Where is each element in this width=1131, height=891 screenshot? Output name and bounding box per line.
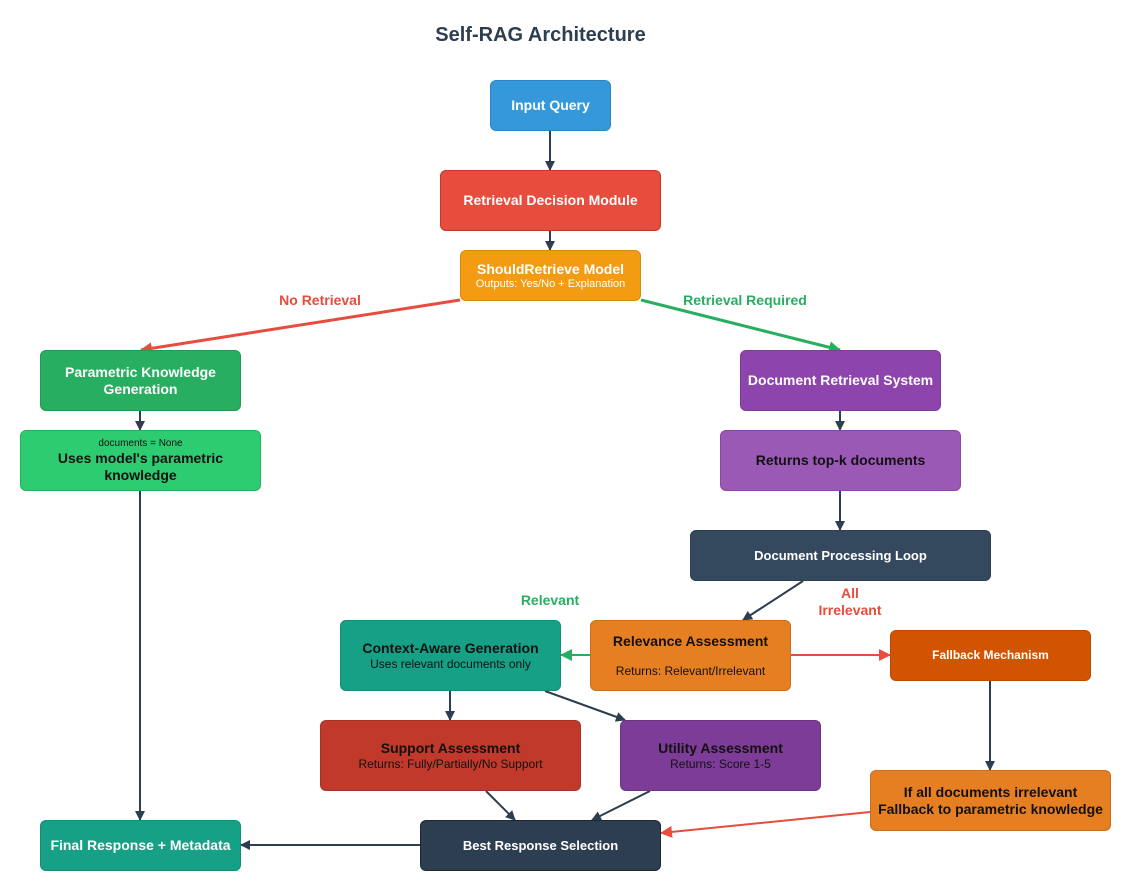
edge-label-retrieval-required: Retrieval Required [683,292,807,308]
node-best-response-selection[interactable]: Best Response Selection [420,820,661,871]
node-retrieval-decision-label: Retrieval Decision Module [463,192,638,208]
node-topk-documents-label: Returns top-k documents [755,452,926,468]
edge-fallback-detail-to-best [660,811,871,838]
node-parametric-generation-label: Parametric Knowledge Generation [65,363,216,397]
edge-utility-to-best [591,790,651,821]
node-processing-loop[interactable]: Document Processing Loop [690,530,991,581]
node-support-assessment[interactable]: Support Assessment Returns: Fully/Partia… [320,720,581,791]
node-context-aware-generation[interactable]: Context-Aware Generation Uses relevant d… [340,620,561,691]
node-fallback-detail-line1: If all documents irrelevant [903,783,1078,800]
node-support-assessment-label: Support Assessment [380,740,521,756]
node-best-response-selection-label: Best Response Selection [462,838,619,853]
node-should-retrieve-sub: Outputs: Yes/No + Explanation [475,278,626,290]
node-relevance-assessment[interactable]: Relevance Assessment Returns: Relevant/I… [590,620,791,691]
node-retrieval-decision[interactable]: Retrieval Decision Module [440,170,661,231]
edge-label-all-irrelevant-line1: All [841,585,859,601]
edge-support-to-best [485,790,516,821]
edge-retrieval-required [640,298,841,354]
node-final-response[interactable]: Final Response + Metadata [40,820,241,871]
edge-label-all-irrelevant: All Irrelevant [800,585,900,619]
edge-label-no-retrieval: No Retrieval [279,292,361,308]
edge-label-all-irrelevant-line2: Irrelevant [818,602,882,618]
node-parametric-detail-label: Uses model's parametric knowledge [57,449,224,483]
node-parametric-detail-note: documents = None [98,437,183,449]
edge-loop-to-relevance [742,580,804,621]
node-parametric-detail[interactable]: documents = None Uses model's parametric… [20,430,261,491]
node-input-query-label: Input Query [511,97,590,113]
node-context-aware-generation-sub: Uses relevant documents only [370,657,531,671]
node-context-aware-generation-label: Context-Aware Generation [362,640,539,656]
node-utility-assessment-label: Utility Assessment [658,740,783,756]
node-topk-documents[interactable]: Returns top-k documents [720,430,961,491]
node-processing-loop-label: Document Processing Loop [754,548,927,563]
node-fallback-detail-line2: Fallback to parametric knowledge [878,800,1103,817]
node-utility-assessment-sub: Returns: Score 1-5 [670,757,771,771]
edge-label-relevant: Relevant [520,592,580,608]
edge-no-retrieval [140,298,461,355]
node-should-retrieve-label: ShouldRetrieve Model [476,261,625,277]
node-document-retrieval[interactable]: Document Retrieval System [740,350,941,411]
node-input-query[interactable]: Input Query [490,80,611,131]
node-parametric-generation[interactable]: Parametric Knowledge Generation [40,350,241,411]
diagram-title: Self-RAG Architecture [435,24,646,46]
node-final-response-label: Final Response + Metadata [50,837,231,853]
node-utility-assessment[interactable]: Utility Assessment Returns: Score 1-5 [620,720,821,791]
node-fallback-mechanism-label: Fallback Mechanism [932,648,1049,662]
node-fallback-mechanism[interactable]: Fallback Mechanism [890,630,1091,681]
node-support-assessment-sub: Returns: Fully/Partially/No Support [358,757,543,771]
node-relevance-assessment-label: Relevance Assessment [612,633,769,649]
node-should-retrieve[interactable]: ShouldRetrieve Model Outputs: Yes/No + E… [460,250,641,301]
node-document-retrieval-label: Document Retrieval System [747,372,934,388]
node-fallback-detail[interactable]: If all documents irrelevant Fallback to … [870,770,1111,831]
edge-context-to-utility [544,690,626,722]
node-relevance-assessment-sub: Returns: Relevant/Irrelevant [615,664,766,678]
